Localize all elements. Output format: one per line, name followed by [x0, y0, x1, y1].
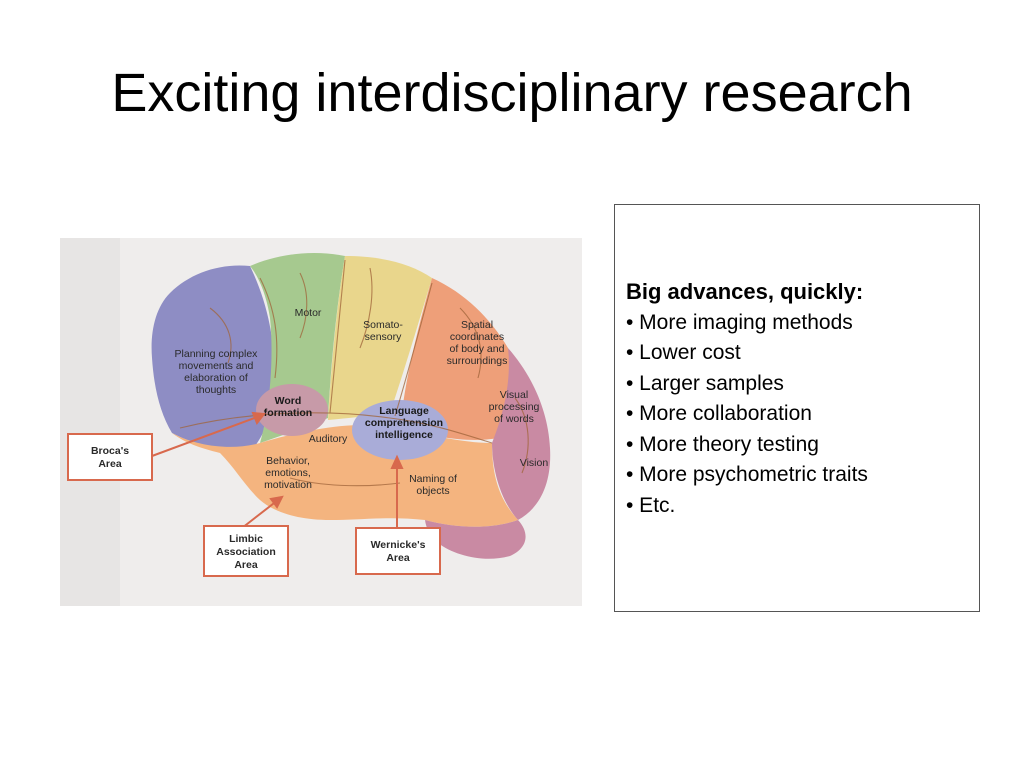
callout-broca-line-1: Broca's	[91, 445, 129, 457]
label-spatial-2: coordinates	[450, 331, 504, 343]
label-behavior-2: emotions,	[265, 467, 311, 479]
label-behavior-1: Behavior,	[266, 455, 310, 467]
label-spatial-3: of body and	[450, 343, 505, 355]
label-visual-1: Visual	[500, 389, 528, 401]
label-vision: Vision	[520, 457, 549, 469]
label-somato-2: sensory	[365, 331, 403, 343]
bold-region-labels: Word formation Language comprehension in…	[264, 395, 443, 441]
callout-limbic-line-1: Limbic	[229, 533, 263, 545]
label-somato-1: Somato-	[363, 319, 403, 331]
figure-left-margin	[60, 238, 120, 606]
parietal-region	[400, 278, 512, 440]
label-naming-2: objects	[416, 485, 449, 497]
label-spatial-4: surroundings	[447, 355, 508, 367]
somatosensory-cortex	[328, 256, 432, 420]
info-bullet: • More collaboration	[626, 402, 812, 425]
label-planning-3: elaboration of	[184, 372, 248, 384]
brain-diagram: Motor Somato- sensory Spatial coordinate…	[60, 238, 582, 606]
label-visual-2: processing	[489, 401, 540, 413]
info-bullet: • More psychometric traits	[626, 463, 868, 486]
slide-title: Exciting interdisciplinary research	[111, 63, 913, 123]
label-spatial-1: Spatial	[461, 319, 493, 331]
info-bullet: • More theory testing	[626, 432, 819, 456]
region-labels: Motor Somato- sensory Spatial coordinate…	[175, 307, 549, 497]
callout-limbic-line-2: Association	[216, 546, 276, 558]
label-language-3: intelligence	[375, 429, 433, 441]
label-planning-2: movements and	[179, 360, 254, 372]
label-naming-1: Naming of	[409, 473, 457, 485]
info-bullet: • More imaging methods	[626, 310, 853, 334]
callout-wernicke-line-2: Area	[386, 552, 410, 564]
callout-limbic-line-3: Area	[234, 559, 258, 571]
info-heading: Big advances, quickly:	[626, 279, 864, 304]
label-word-formation-2: formation	[264, 407, 312, 419]
label-visual-3: of words	[494, 413, 534, 425]
cerebellum	[425, 520, 526, 559]
callout-wernicke: Wernicke's Area	[355, 527, 441, 575]
label-language-2: comprehension	[365, 417, 443, 429]
label-word-formation-1: Word	[275, 395, 302, 407]
word-formation-area	[256, 384, 328, 436]
frontal-lobe	[151, 265, 275, 448]
sulcus-lines	[179, 259, 529, 487]
callout-wernicke-line-1: Wernicke's	[371, 539, 426, 551]
occipital-region	[492, 348, 551, 520]
label-planning-4: thoughts	[196, 384, 236, 396]
callout-broca: Broca's Area	[67, 433, 153, 481]
callout-arrows	[151, 411, 404, 529]
info-bullet: • Larger samples	[626, 371, 784, 395]
info-content: Big advances, quickly: • More imaging me…	[626, 277, 971, 521]
callout-broca-line-2: Area	[98, 458, 122, 470]
label-planning-1: Planning complex	[175, 348, 259, 360]
label-auditory: Auditory	[309, 433, 348, 445]
language-comprehension-area	[352, 400, 448, 460]
info-bullet: • Lower cost	[626, 341, 741, 364]
label-motor: Motor	[295, 307, 322, 319]
callout-limbic: Limbic Association Area	[203, 525, 289, 577]
label-behavior-3: motivation	[264, 479, 312, 491]
label-language-1: Language	[379, 405, 429, 417]
info-box: Big advances, quickly: • More imaging me…	[614, 204, 980, 612]
info-bullet: • Etc.	[626, 493, 676, 517]
